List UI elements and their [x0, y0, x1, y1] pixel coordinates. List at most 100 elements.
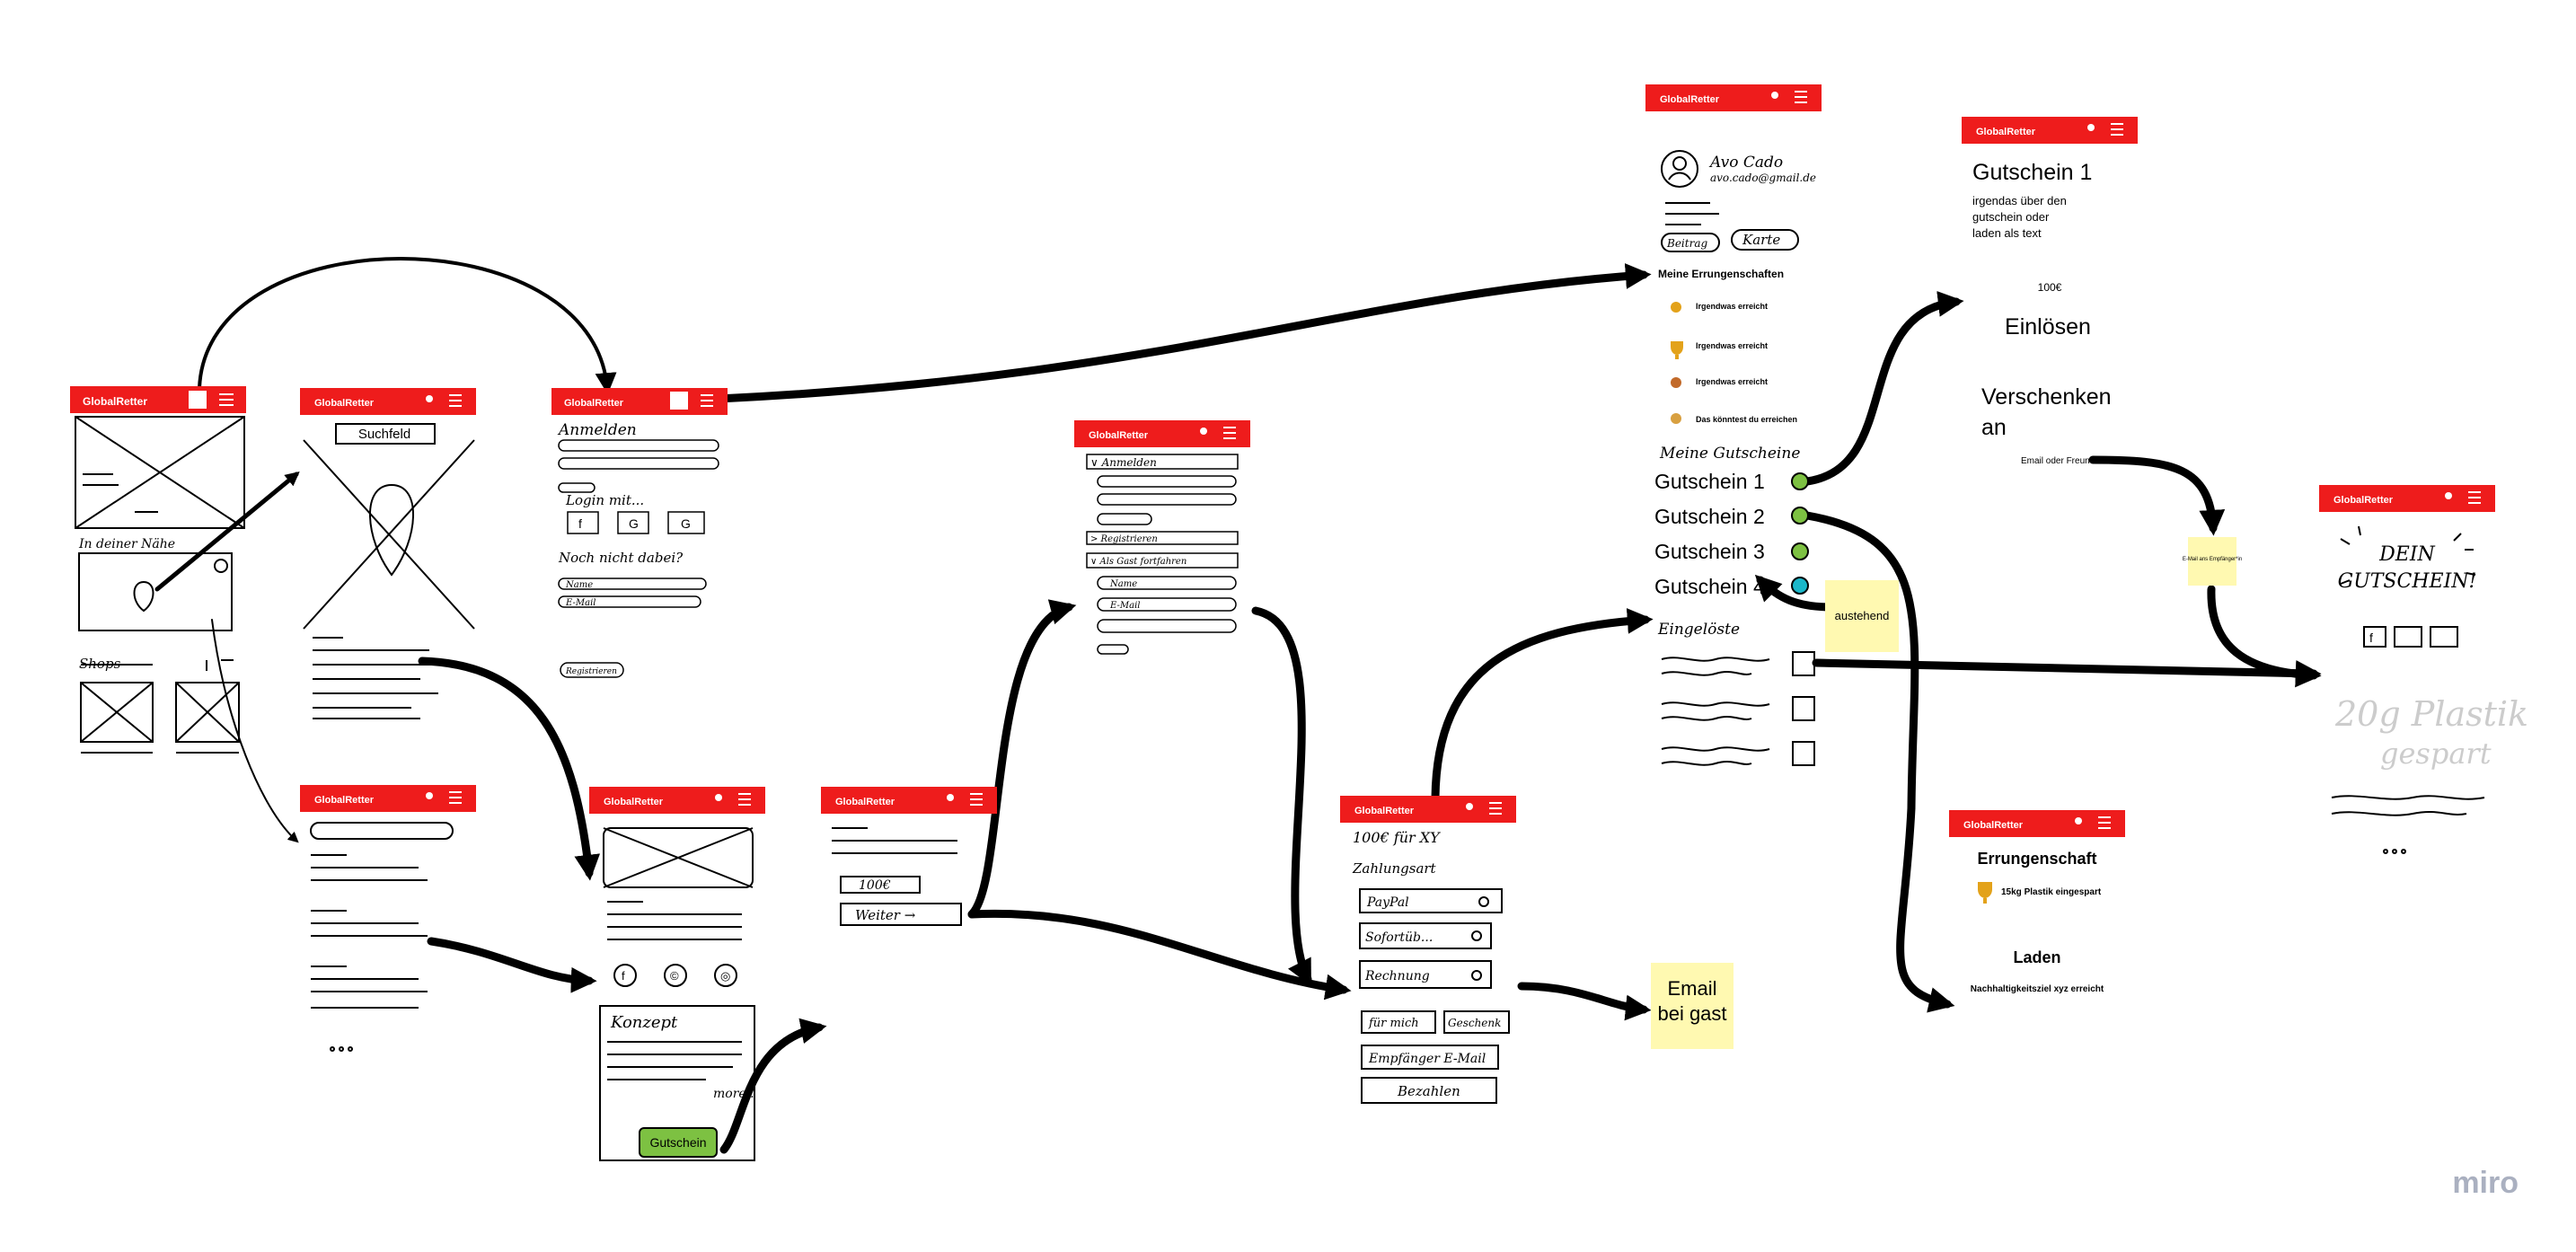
- search-field-label: Suchfeld: [358, 427, 410, 442]
- voucher-desc-3: laden als text: [1972, 226, 2042, 240]
- arrow-amount-to-payment: [967, 909, 1352, 1001]
- profile-btn-2: Karte: [1742, 232, 1780, 248]
- svg-text:GlobalRetter: GlobalRetter: [314, 795, 375, 806]
- sticky-mail: [2188, 537, 2236, 586]
- arrow-home-to-login: [198, 257, 617, 395]
- trophy-icon: [1671, 341, 1683, 359]
- sticky-notes: Email bei gast austehend E-Mail ans Empf…: [1651, 537, 2242, 1049]
- search-field[interactable]: [335, 423, 436, 445]
- profile-btn-1: Beitrag: [1666, 237, 1707, 250]
- voucher-button-label: Gutschein: [649, 1135, 706, 1150]
- social-g1: G: [629, 516, 639, 531]
- arrow-login-to-profile: [714, 263, 1652, 403]
- voucher-button[interactable]: [639, 1127, 718, 1158]
- login-with-label: Login mit...: [565, 492, 644, 508]
- menu-icon-lines: [219, 393, 234, 406]
- your-voucher-title-2: GUTSCHEIN!: [2338, 570, 2477, 593]
- svg-text:GlobalRetter: GlobalRetter: [835, 797, 895, 807]
- achievement-item: 15kg Plastik eingespart: [2001, 887, 2102, 897]
- arrow-mail-to-dein: [2207, 585, 2322, 688]
- avatar: [1661, 150, 1698, 188]
- arrow-list-to-shop: [427, 937, 597, 993]
- svg-text:GlobalRetter: GlobalRetter: [1963, 820, 2024, 831]
- achievements-title: Meine Errungenschaften: [1658, 268, 1784, 280]
- achievement-title: Errungenschaft: [1977, 850, 2096, 868]
- voucher-title: Gutschein 1: [1972, 160, 2092, 185]
- voucher-4[interactable]: Gutschein 4: [1654, 575, 1765, 598]
- screen-profile: GlobalRetter Avo Cado avo.cado@gmail.de …: [1645, 84, 1822, 766]
- shop-item: Nachhaltigkeitsziel xyz erreicht: [1971, 984, 2104, 994]
- shop-social-f: f: [622, 969, 625, 983]
- next-label: Weiter →: [855, 907, 916, 923]
- screen-amount: GlobalRetter 100€ Weiter →: [821, 787, 997, 926]
- arrow-payment-to-profile: [1431, 608, 1654, 802]
- arrow-amount-to-register: [967, 599, 1077, 919]
- svg-text:GlobalRetter: GlobalRetter: [314, 398, 375, 409]
- profile-icon[interactable]: [189, 391, 207, 409]
- svg-text:GlobalRetter: GlobalRetter: [2333, 495, 2394, 506]
- gift-title-1: Verschenken: [1981, 384, 2112, 410]
- gift-field[interactable]: Email oder Freund: [2021, 456, 2095, 466]
- redeem-button[interactable]: Einlösen: [2005, 314, 2091, 339]
- screen-voucher-detail: GlobalRetter Gutschein 1 irgendas über d…: [1962, 117, 2138, 466]
- arrow-redeemed-to-dein: [1812, 658, 2322, 686]
- arrow-voucher2-to-shop: [1803, 511, 1955, 1013]
- voucher-2-dot: [1791, 507, 1809, 525]
- voucher-3-dot: [1791, 542, 1809, 560]
- voucher-3[interactable]: Gutschein 3: [1654, 540, 1765, 563]
- sticky-email-gast: [1651, 963, 1734, 1049]
- screen-home: GlobalRetter In deiner Nähe Shops: [70, 386, 246, 754]
- gift-title-2: an: [1981, 415, 2007, 440]
- gift-label: Geschenk: [1448, 1017, 1501, 1029]
- voucher-1-dot: [1791, 472, 1809, 490]
- for-me-label: für mich: [1368, 1017, 1419, 1030]
- brand-second: Retter: [116, 395, 147, 408]
- reg-mail-label: E-Mail: [565, 598, 595, 608]
- my-vouchers-label: Meine Gutscheine: [1659, 445, 1800, 463]
- saved-1: 20g Plastik: [2334, 694, 2528, 734]
- payment-title: 100€ für XY: [1353, 829, 1441, 846]
- svg-text:GlobalRetter: GlobalRetter: [1089, 430, 1149, 441]
- not-yet-label: Noch nicht dabei?: [558, 550, 684, 566]
- sticky-email-gast-2: bei gast: [1657, 1002, 1726, 1025]
- arrow-map-to-shop: [418, 657, 601, 881]
- voucher-1[interactable]: Gutschein 1: [1654, 470, 1765, 493]
- sticky-austehend: [1825, 580, 1899, 652]
- register-label: Registrieren: [565, 667, 617, 676]
- svg-text:GlobalRetter: GlobalRetter: [1660, 94, 1720, 105]
- brand-first: Global: [83, 395, 116, 408]
- arrow-gift-to-mail: [2088, 455, 2226, 536]
- sticky-mail-text: E-Mail ans Empfänger*in: [2183, 557, 2242, 562]
- shop-title: Laden: [2013, 948, 2060, 966]
- screen-map: GlobalRetter Suchfeld: [300, 388, 476, 719]
- brand-logo: GlobalRetter: [83, 395, 147, 408]
- arrow-register-to-payment: [1251, 606, 1312, 986]
- svg-text:GlobalRetter: GlobalRetter: [604, 797, 664, 807]
- voucher-desc-2: gutschein oder: [1972, 210, 2050, 224]
- trophy-icon: [1978, 882, 1992, 904]
- arrow-home-to-map: [154, 471, 300, 592]
- voucher-4-dot: [1791, 577, 1809, 595]
- near-label: In deiner Nähe: [78, 537, 175, 551]
- reg-guest-label: ∨ Als Gast fortfahren: [1090, 557, 1187, 567]
- arrow-austehend-to-voucher4: [1754, 574, 1837, 612]
- recipient-email-label: Empfänger E-Mail: [1368, 1052, 1486, 1066]
- screen-register: GlobalRetter ∨ Anmelden > Registrieren ∨…: [1074, 420, 1250, 655]
- shop-social-3: ◎: [720, 969, 730, 983]
- medal-icon: [1671, 377, 1681, 388]
- medal-icon: [1671, 302, 1681, 313]
- shop-social-2: ©: [670, 969, 679, 983]
- payment-method-label: Zahlungsart: [1352, 860, 1437, 877]
- social-g2: G: [681, 516, 691, 531]
- concept-label: Konzept: [610, 1013, 678, 1032]
- voucher-amount: 100€: [2038, 281, 2062, 294]
- pay-opt-3: Rechnung: [1364, 969, 1430, 983]
- profile-email: avo.cado@gmail.de: [1710, 172, 1816, 184]
- dein-social-f: f: [2369, 630, 2373, 645]
- miro-watermark: miro: [2452, 1166, 2519, 1200]
- arrow-voucher1-to-detail: [1803, 291, 1964, 486]
- sticky-email-gast-1: Email: [1667, 977, 1716, 1000]
- pay-opt-1: PayPal: [1366, 895, 1409, 910]
- voucher-2[interactable]: Gutschein 2: [1654, 505, 1765, 528]
- sticky-austehend-text: austehend: [1835, 609, 1890, 622]
